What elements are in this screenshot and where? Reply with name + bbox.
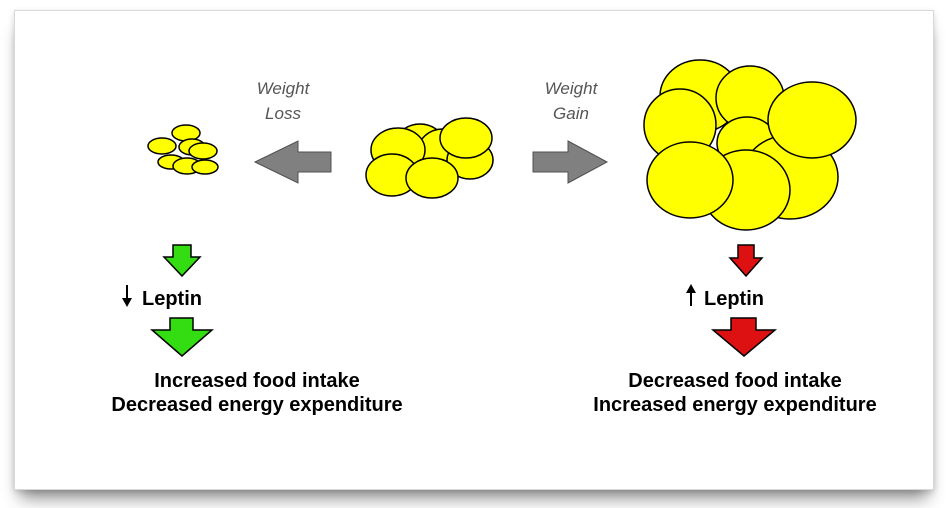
right-leptin-label: Leptin [704, 288, 764, 310]
large-fat-cells [644, 60, 856, 230]
leptin-up-small-arrow [686, 284, 696, 306]
weight-gain-arrow [533, 141, 607, 183]
right-large-down-arrow [713, 318, 775, 356]
left-effect-line1: Increased food intake [62, 369, 452, 393]
weight-gain-label-line1: Weight [545, 79, 599, 98]
weight-gain-label-line2: Gain [553, 104, 589, 123]
weight-loss-arrow [255, 141, 331, 183]
left-large-down-arrow [152, 318, 212, 356]
left-small-down-arrow [164, 245, 200, 276]
leptin-down-small-arrow [122, 285, 132, 307]
right-small-down-arrow [730, 245, 762, 276]
left-effect-line2: Decreased energy expenditure [62, 393, 452, 417]
right-effect-line2: Increased energy expenditure [540, 393, 930, 417]
weight-loss-label-line1: Weight [257, 79, 311, 98]
right-effects: Decreased food intake Increased energy e… [540, 369, 930, 417]
weight-loss-label-line2: Loss [265, 104, 301, 123]
right-effect-line1: Decreased food intake [540, 369, 930, 393]
left-leptin-label: Leptin [142, 288, 202, 310]
small-fat-cells [148, 125, 218, 174]
left-effects: Increased food intake Decreased energy e… [62, 369, 452, 417]
medium-fat-cells [366, 118, 493, 198]
